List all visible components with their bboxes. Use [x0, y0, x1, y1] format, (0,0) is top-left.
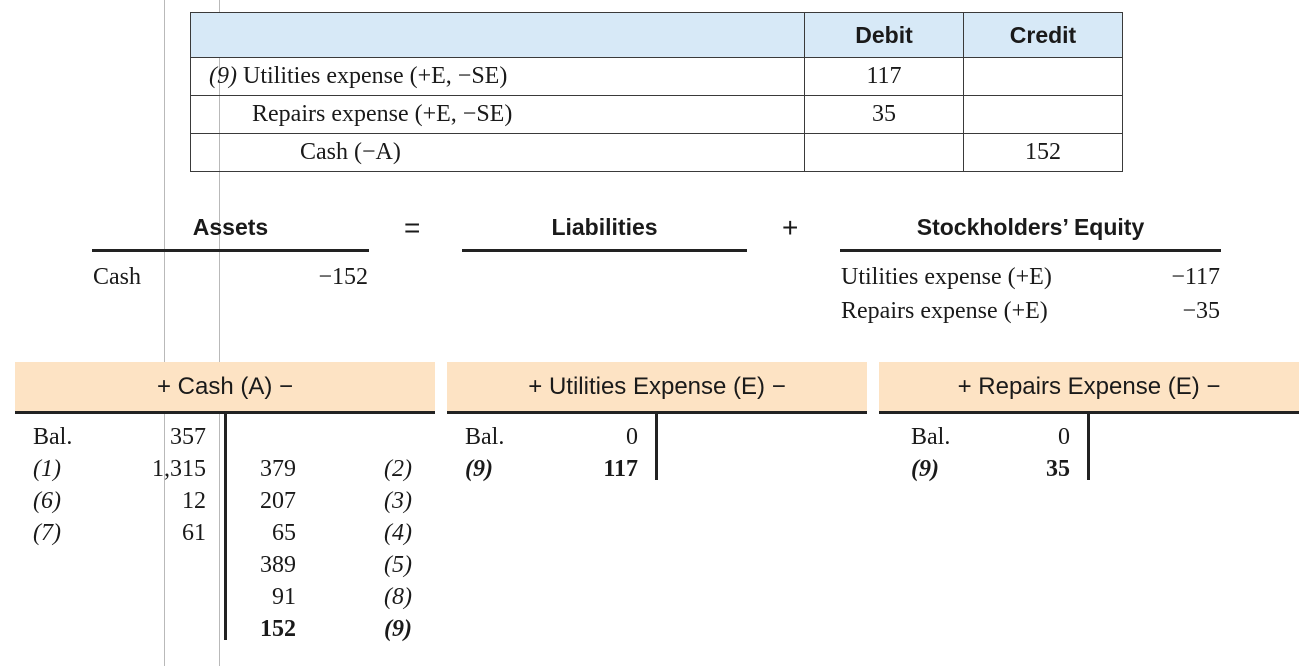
journal-debit: 117 — [804, 57, 964, 96]
cash-credit-amount: 389 — [260, 552, 296, 578]
utilities-t-account-header: + Utilities Expense (E) − — [447, 362, 867, 412]
repairs-debit-amount: 0 — [1058, 424, 1070, 450]
equity-account: Utilities expense (+E) — [841, 264, 1052, 290]
journal-row: (9) Utilities expense (+E, −SE) 117 — [190, 57, 1123, 96]
journal-account: Cash (−A) — [300, 139, 401, 165]
equity-heading: Stockholders’ Equity — [916, 214, 1145, 240]
journal-row: Repairs expense (+E, −SE) 35 — [190, 95, 1123, 134]
cash-credit-ref: (2) — [384, 456, 412, 482]
journal-header-row: Debit Credit — [190, 12, 1123, 58]
cash-debit-amount: 61 — [182, 520, 206, 546]
cash-t-account-baseline — [15, 411, 435, 414]
equals-sign: = — [404, 212, 421, 243]
journal-ref: (9) — [209, 63, 237, 89]
assets-underline — [92, 249, 369, 252]
journal-credit — [963, 57, 1123, 96]
liabilities-underline — [462, 249, 747, 252]
plus-sign: + — [782, 212, 799, 243]
equity-amount: −35 — [1182, 298, 1220, 324]
cash-debit-amount: 12 — [182, 488, 206, 514]
cash-t-account-divider — [224, 414, 227, 640]
journal-debit: 35 — [804, 95, 964, 134]
cash-debit-ref: (1) — [33, 456, 61, 482]
cash-debit-amount: 1,315 — [152, 456, 206, 482]
cash-credit-amount: 207 — [260, 488, 296, 514]
repairs-debit-ref: Bal. — [911, 424, 951, 450]
repairs-debit-amount: 35 — [1046, 456, 1070, 482]
cash-debit-ref: (7) — [33, 520, 61, 546]
assets-account: Cash — [93, 264, 141, 290]
utilities-debit-amount: 117 — [603, 456, 638, 482]
assets-amount: −152 — [318, 264, 368, 290]
journal-account-cell: (9) Utilities expense (+E, −SE) — [190, 57, 805, 96]
header-account — [190, 12, 805, 58]
utilities-t-account-divider — [655, 414, 658, 480]
header-debit: Debit — [804, 12, 964, 58]
journal-credit: 152 — [963, 133, 1123, 172]
journal-account: Repairs expense (+E, −SE) — [252, 101, 513, 127]
assets-heading: Assets — [192, 214, 269, 240]
journal-account-cell: Repairs expense (+E, −SE) — [190, 95, 805, 134]
utilities-debit-ref: Bal. — [465, 424, 505, 450]
cash-credit-ref: (8) — [384, 584, 412, 610]
cash-credit-ref: (9) — [384, 616, 412, 642]
cash-t-account-header: + Cash (A) − — [15, 362, 435, 412]
journal-row: Cash (−A) 152 — [190, 133, 1123, 172]
utilities-t-account-baseline — [447, 411, 867, 414]
cash-debit-ref: Bal. — [33, 424, 73, 450]
equity-underline — [840, 249, 1221, 252]
journal-debit — [804, 133, 964, 172]
journal-credit — [963, 95, 1123, 134]
guide-line-left — [164, 0, 165, 666]
cash-debit-amount: 357 — [170, 424, 206, 450]
cash-credit-ref: (5) — [384, 552, 412, 578]
equity-account: Repairs expense (+E) — [841, 298, 1048, 324]
header-credit: Credit — [963, 12, 1123, 58]
guide-line-right — [219, 0, 220, 666]
journal-account: Utilities expense (+E, −SE) — [242, 63, 508, 89]
repairs-t-account-divider — [1087, 414, 1090, 480]
equity-amount: −117 — [1171, 264, 1220, 290]
journal-entry-table: Debit Credit (9) Utilities expense (+E, … — [190, 12, 1123, 172]
cash-credit-ref: (3) — [384, 488, 412, 514]
utilities-debit-amount: 0 — [626, 424, 638, 450]
cash-credit-amount: 91 — [272, 584, 296, 610]
cash-debit-ref: (6) — [33, 488, 61, 514]
cash-credit-amount: 152 — [260, 616, 296, 642]
cash-credit-ref: (4) — [384, 520, 412, 546]
cash-credit-amount: 65 — [272, 520, 296, 546]
liabilities-heading: Liabilities — [551, 214, 658, 240]
cash-credit-amount: 379 — [260, 456, 296, 482]
repairs-t-account-header: + Repairs Expense (E) − — [879, 362, 1299, 412]
utilities-debit-ref: (9) — [465, 456, 493, 482]
repairs-debit-ref: (9) — [911, 456, 939, 482]
journal-account-cell: Cash (−A) — [190, 133, 805, 172]
repairs-t-account-baseline — [879, 411, 1299, 414]
